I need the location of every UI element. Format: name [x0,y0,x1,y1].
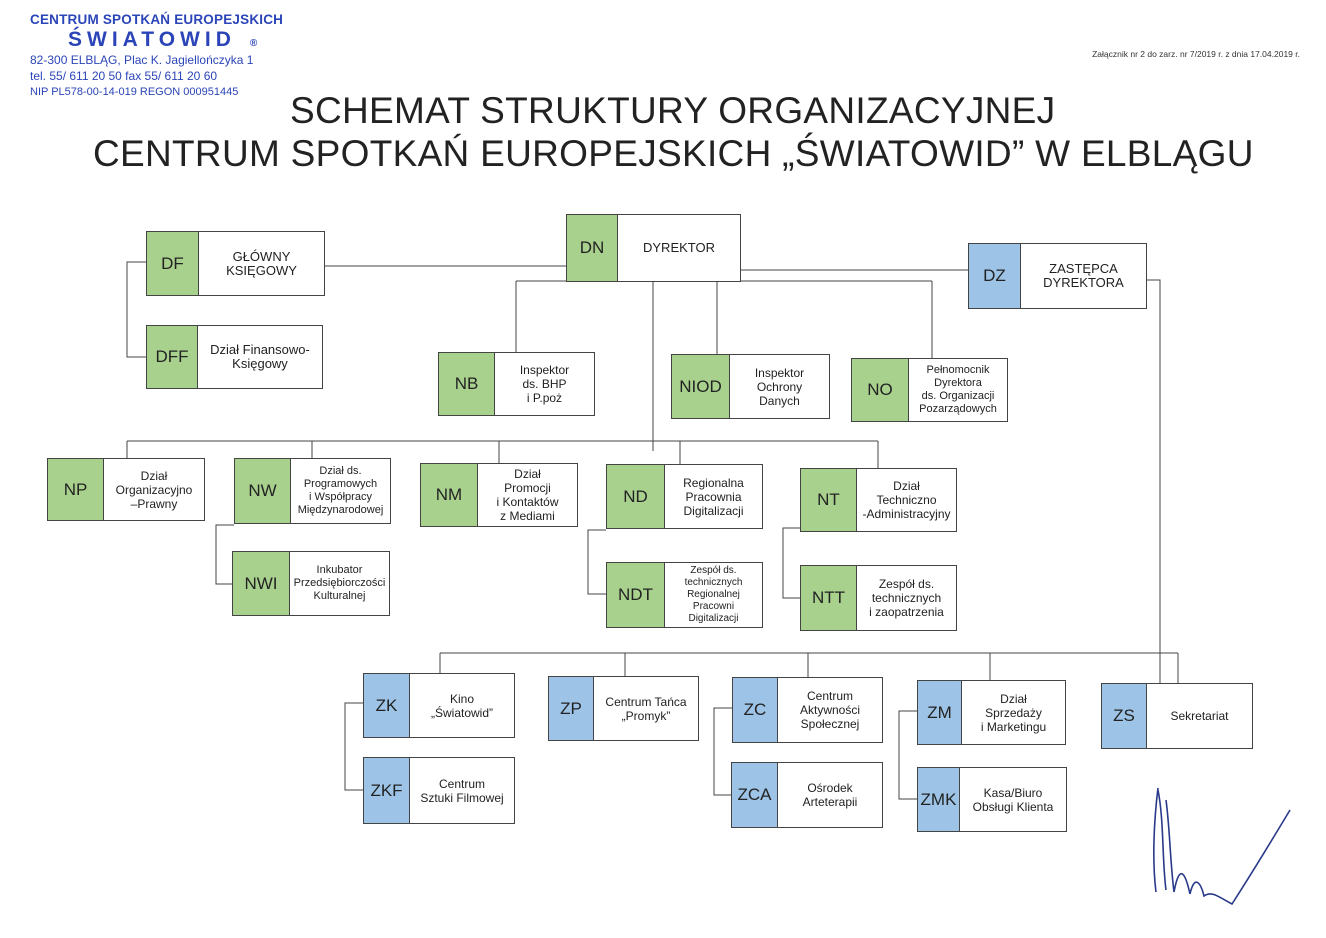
unit-zs: ZS Sekretariat [1101,683,1253,749]
unit-nw: NW Dział ds. Programowych i Współpracy M… [234,458,391,524]
stamp-logo-text: ŚWIATOWID ® [68,28,292,52]
unit-label: GŁÓWNY KSIĘGOWY [226,248,297,278]
unit-label: Regionalna Pracownia Digitalizacji [683,475,744,518]
unit-label: Centrum Tańca „Promyk” [605,694,687,723]
unit-nd: ND Regionalna Pracownia Digitalizacji [606,464,763,529]
unit-nb: NB Inspektor ds. BHP i P.poż [438,352,595,416]
handwritten-signature [1153,787,1291,906]
unit-code: NM [421,464,478,526]
unit-dff: DFF Dział Finansowo- Księgowy [146,325,323,389]
unit-label: Centrum Sztuki Filmowej [420,776,504,805]
unit-code: DFF [147,326,198,388]
unit-code: DZ [969,244,1021,308]
unit-df: DF GŁÓWNY KSIĘGOWY [146,231,325,296]
annex-note: Załącznik nr 2 do zarz. nr 7/2019 r. z d… [1092,49,1300,59]
unit-zc: ZC Centrum Aktywności Społecznej [732,677,883,743]
unit-code: NIOD [672,355,730,418]
stamp-phone: tel. 55/ 611 20 50 fax 55/ 611 20 60 [30,69,218,83]
institution-stamp: CENTRUM SPOTKAŃ EUROPEJSKICH ŚWIATOWID® … [30,12,292,100]
line-nd-ndt [587,529,606,595]
unit-code: DN [567,215,618,281]
line-zk-zkf [344,702,363,791]
unit-label: Zespół ds. technicznych i zaopatrzenia [869,577,944,619]
unit-label: Ośrodek Arteterapii [802,781,858,809]
unit-label: Dział Promocji i Kontaktów z Mediami [496,467,559,523]
unit-nm: NM Dział Promocji i Kontaktów z Mediami [420,463,578,527]
unit-zca: ZCA Ośrodek Arteterapii [731,762,883,828]
unit-code: ZS [1102,684,1147,748]
unit-code: ZP [549,677,594,740]
unit-label: Dział ds. Programowych i Współpracy Międ… [297,465,384,516]
unit-label: Centrum Aktywności Społecznej [799,689,861,731]
unit-label: Dział Organizacyjno –Prawny [115,468,193,511]
unit-code: ZK [364,674,410,737]
unit-code: DF [147,232,199,295]
unit-zmk: ZMK Kasa/Biuro Obsługi Klienta [917,767,1067,832]
unit-code: NW [235,459,291,523]
registered-mark-icon: ® [249,38,258,49]
title-line-1: SCHEMAT STRUKTURY ORGANIZACYJNEJ [290,90,1056,131]
unit-dn: DN DYREKTOR [566,214,741,282]
unit-label: Kino „Światowid” [430,691,493,720]
unit-label: Dział Techniczno -Administracyjny [862,479,951,521]
line-nt-ntt [782,527,800,599]
unit-nwi: NWI Inkubator Przedsiębiorczości Kultura… [232,551,390,616]
unit-nt: NT Dział Techniczno -Administracyjny [800,468,957,532]
stamp-ids: NIP PL578-00-14-019 REGON 000951445 [30,86,239,98]
unit-code: NB [439,353,495,415]
unit-code: ZM [918,681,962,744]
unit-code: NP [48,459,104,520]
unit-code: ZKF [364,758,410,823]
line-z-bus [439,652,1179,683]
unit-zkf: ZKF Centrum Sztuki Filmowej [363,757,515,824]
stamp-line-1: CENTRUM SPOTKAŃ EUROPEJSKICH [30,12,284,27]
line-dz-trunk [1146,279,1161,683]
unit-zp: ZP Centrum Tańca „Promyk” [548,676,699,741]
unit-code: ZMK [918,768,960,831]
unit-label: Pełnomocnik Dyrektora ds. Organizacji Po… [919,364,997,415]
unit-label: Dział Finansowo- Księgowy [210,342,310,371]
unit-label: Kasa/Biuro Obsługi Klienta [972,785,1054,814]
line-n-bus [126,440,879,468]
stamp-address: 82-300 ELBLĄG, Plac K. Jagiellończyka 1 [30,53,254,67]
unit-ntt: NTT Zespół ds. technicznych i zaopatrzen… [800,565,957,631]
stamp-logo-name: ŚWIATOWID [68,28,236,51]
unit-code: ZCA [732,763,778,827]
unit-code: NT [801,469,857,531]
unit-ndt: NDT Zespół ds. technicznych Regionalnej … [606,562,763,628]
line-df-dff [126,261,146,358]
line-zc-zca [713,707,732,796]
unit-label: Sekretariat [1170,709,1229,723]
unit-code: ND [607,465,665,528]
unit-zm: ZM Dział Sprzedaży i Marketingu [917,680,1066,745]
unit-dz: DZ ZASTĘPCA DYREKTORA [968,243,1147,309]
unit-niod: NIOD Inspektor Ochrony Danych [671,354,830,419]
unit-code: NTT [801,566,857,630]
unit-code: NO [852,359,909,421]
unit-code: NDT [607,563,665,627]
unit-label: Inkubator Przedsiębiorczości Kulturalnej [293,564,386,602]
unit-label: ZASTĘPCA DYREKTORA [1043,261,1124,290]
unit-np: NP Dział Organizacyjno –Prawny [47,458,205,521]
unit-no: NO Pełnomocnik Dyrektora ds. Organizacji… [851,358,1008,422]
line-zm-zmk [898,710,917,800]
unit-label: Inspektor Ochrony Danych [754,365,805,408]
unit-code: ZC [733,678,778,742]
unit-label: Dział Sprzedaży i Marketingu [980,691,1047,734]
unit-label: Zespół ds. technicznych Regionalnej Prac… [684,565,743,624]
unit-zk: ZK Kino „Światowid” [363,673,515,738]
title-line-2: CENTRUM SPOTKAŃ EUROPEJSKICH „ŚWIATOWID”… [93,133,1254,174]
unit-code: NWI [233,552,290,615]
line-nw-nwi [215,524,234,585]
unit-label: DYREKTOR [643,240,715,255]
unit-label: Inspektor ds. BHP i P.poż [519,363,570,405]
